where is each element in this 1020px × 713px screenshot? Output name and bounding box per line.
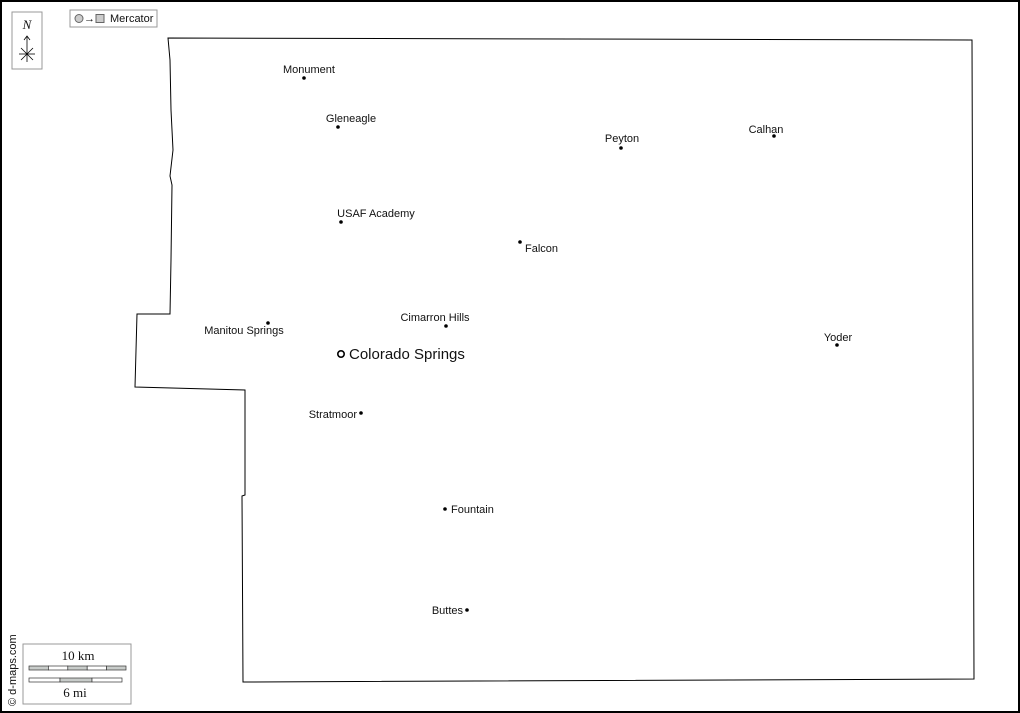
city-dot-icon bbox=[772, 134, 776, 138]
projection-legend: → Mercator bbox=[69, 9, 158, 28]
city-label: Monument bbox=[283, 64, 335, 76]
city-dot-icon bbox=[465, 608, 469, 612]
city-label: Cimarron Hills bbox=[400, 312, 470, 324]
city-label: Calhan bbox=[749, 124, 784, 136]
copyright: © d-maps.com bbox=[7, 634, 19, 706]
city-dot-icon bbox=[518, 240, 522, 244]
city-manitou-springs[interactable]: Manitou Springs bbox=[204, 321, 284, 337]
capital-label: Colorado Springs bbox=[349, 346, 465, 363]
city-label: Peyton bbox=[605, 133, 639, 145]
capital-city[interactable]: Colorado Springs bbox=[336, 346, 465, 363]
city-dot-icon bbox=[443, 507, 447, 511]
city-dot-icon bbox=[619, 146, 623, 150]
city-cimarron-hills[interactable]: Cimarron Hills bbox=[400, 312, 470, 328]
city-label: Falcon bbox=[525, 243, 558, 255]
compass-rose-icon bbox=[19, 35, 35, 62]
city-dot-icon bbox=[336, 125, 340, 129]
city-buttes[interactable]: Buttes bbox=[432, 605, 469, 617]
scale-mi-label: 6 mi bbox=[63, 685, 87, 700]
globe-icon bbox=[74, 14, 84, 23]
projection-label: Mercator bbox=[110, 13, 154, 25]
city-dot-icon bbox=[444, 324, 448, 328]
city-label: Manitou Springs bbox=[204, 325, 284, 337]
city-label: Stratmoor bbox=[309, 409, 358, 421]
city-monument[interactable]: Monument bbox=[283, 64, 335, 80]
scale-km-label: 10 km bbox=[62, 648, 95, 663]
city-label: Yoder bbox=[824, 332, 853, 344]
city-dot-icon bbox=[835, 343, 839, 347]
city-dot-icon bbox=[359, 411, 363, 415]
scale-bar: 10 km 6 mi bbox=[22, 643, 132, 705]
capital-marker-icon bbox=[336, 349, 345, 358]
city-dot-icon bbox=[302, 76, 306, 80]
city-peyton[interactable]: Peyton bbox=[605, 133, 639, 150]
city-stratmoor[interactable]: Stratmoor bbox=[309, 409, 363, 421]
city-label: Gleneagle bbox=[326, 113, 376, 125]
city-falcon[interactable]: Falcon bbox=[518, 240, 558, 255]
county-boundary bbox=[134, 37, 975, 683]
city-usaf-academy[interactable]: USAF Academy bbox=[337, 208, 415, 224]
map-square-icon bbox=[95, 14, 105, 23]
city-label: Buttes bbox=[432, 605, 464, 617]
city-dot-icon bbox=[266, 321, 270, 325]
north-compass: N bbox=[11, 11, 43, 70]
city-fountain[interactable]: Fountain bbox=[443, 504, 494, 516]
north-label: N bbox=[22, 17, 33, 32]
city-gleneagle[interactable]: Gleneagle bbox=[326, 113, 376, 129]
city-dot-icon bbox=[339, 220, 343, 224]
city-label: Fountain bbox=[451, 504, 494, 516]
city-label: USAF Academy bbox=[337, 208, 415, 220]
city-calhan[interactable]: Calhan bbox=[749, 124, 784, 138]
city-yoder[interactable]: Yoder bbox=[824, 332, 853, 347]
arrow-icon: → bbox=[84, 13, 95, 25]
